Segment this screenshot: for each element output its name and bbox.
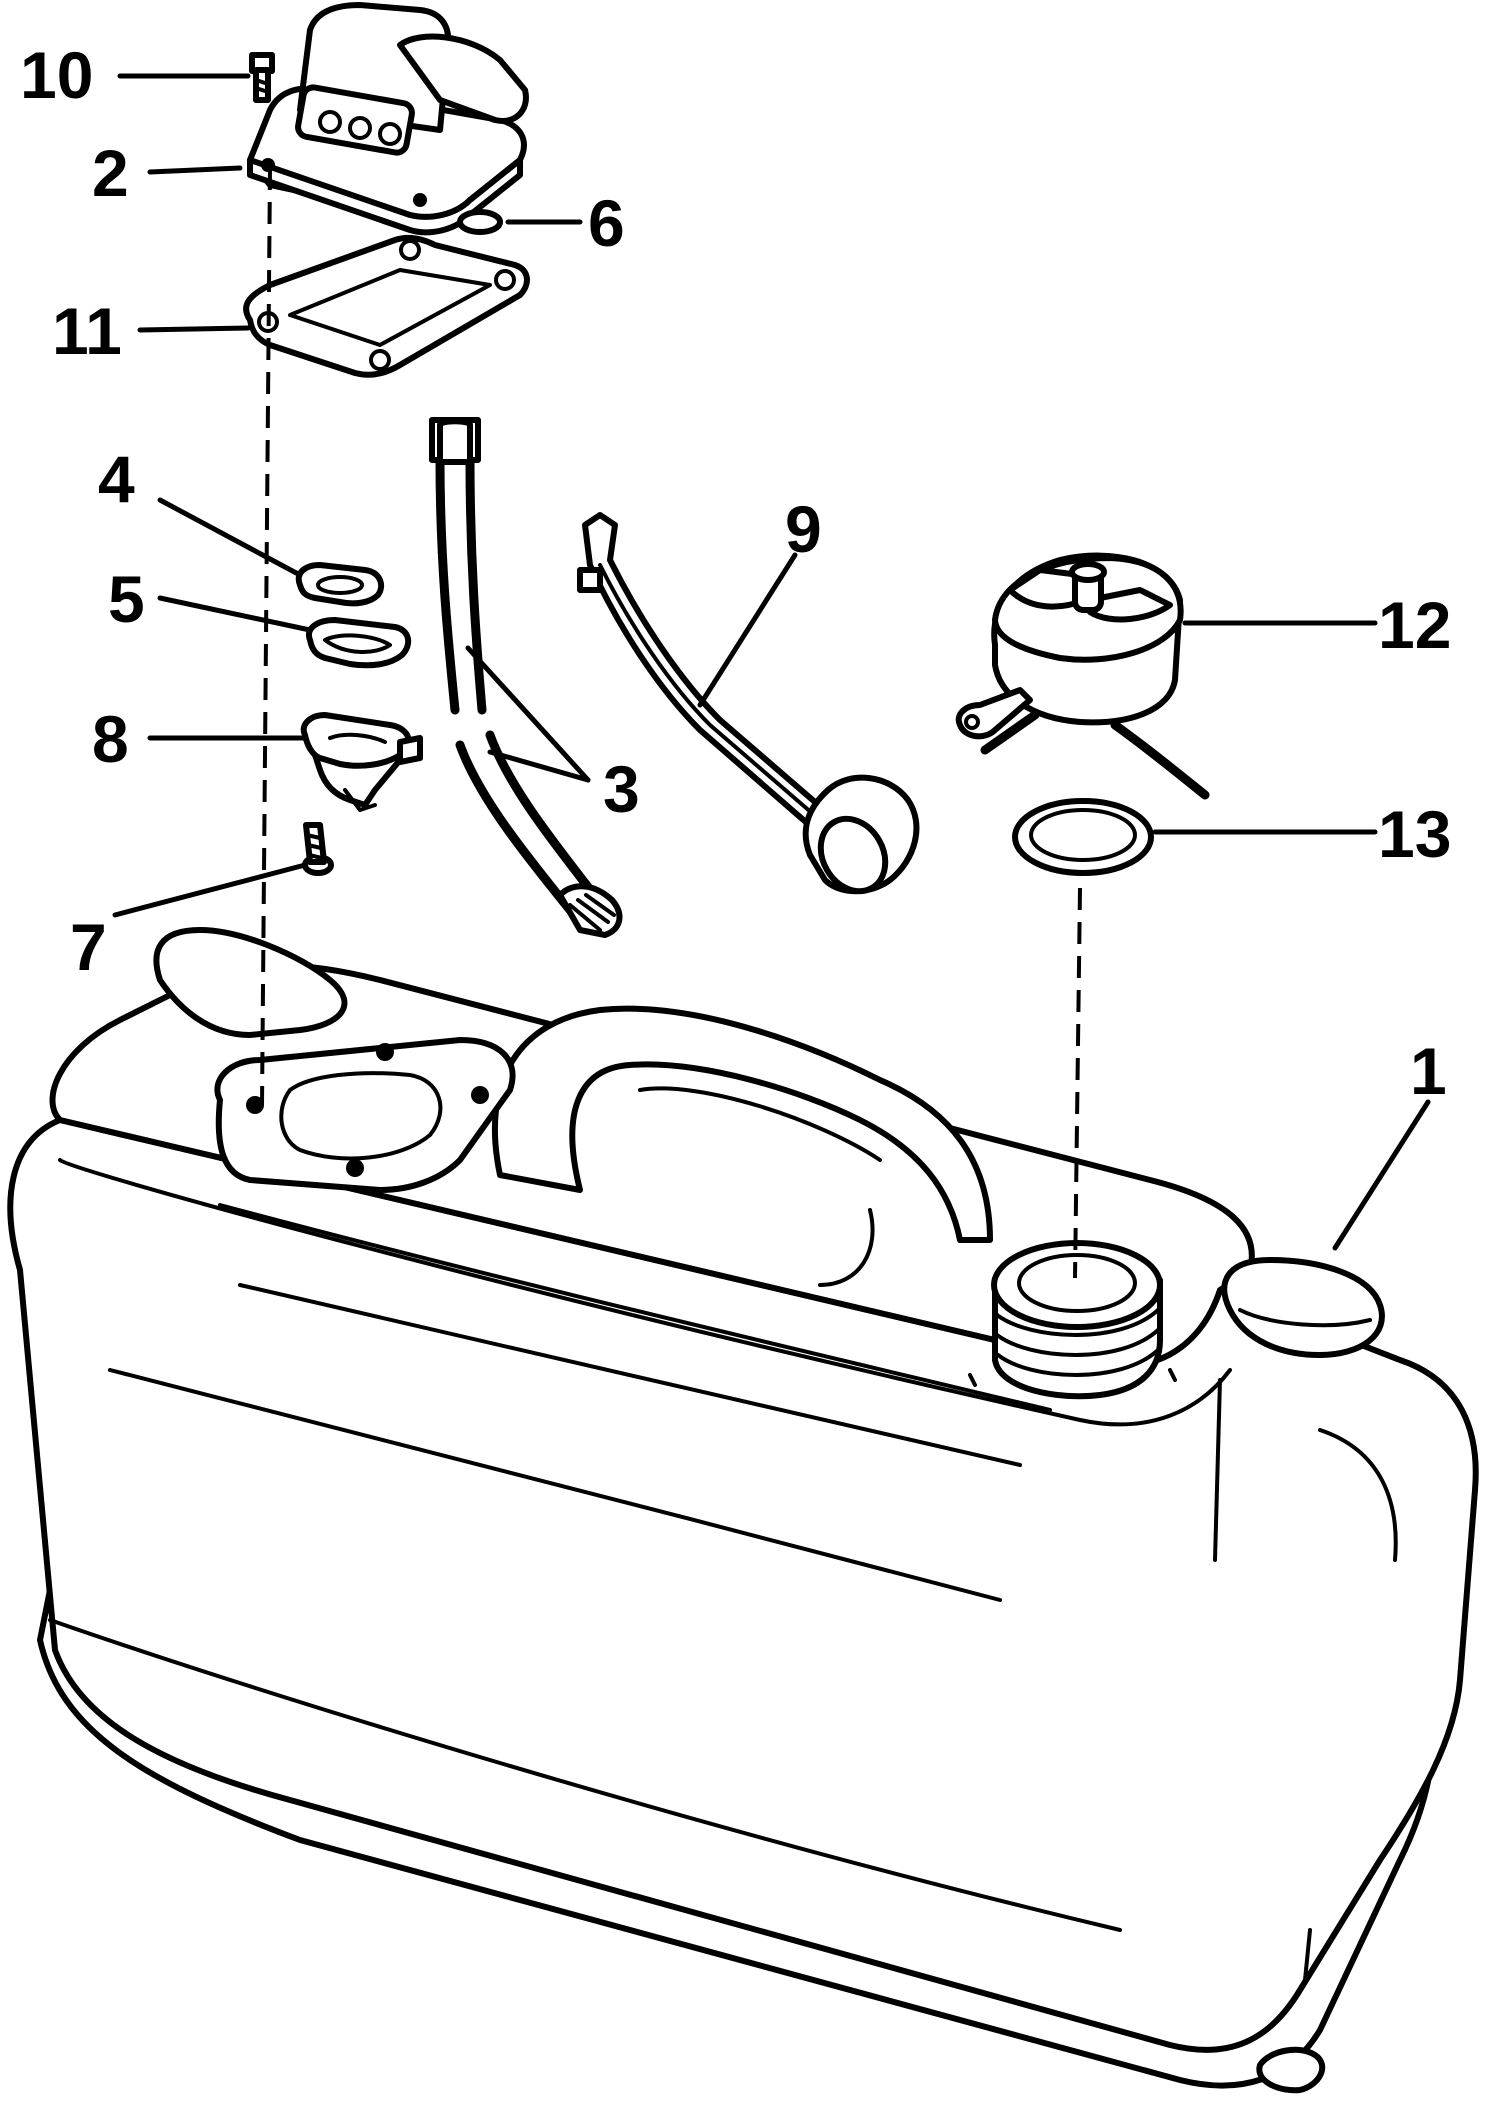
callout-13: 13 (1378, 797, 1451, 871)
fuel-hose-3 (429, 417, 623, 938)
fuel-connector-housing (247, 2, 529, 236)
screw-7 (302, 822, 334, 876)
callout-6: 6 (588, 186, 625, 260)
callout-10: 10 (20, 38, 93, 112)
screw-10 (249, 52, 275, 103)
o-ring-6 (457, 209, 503, 235)
leader-lines (112, 73, 1431, 1251)
gasket-11 (243, 234, 530, 378)
callout-labels: 10 2 6 11 4 5 8 3 9 12 13 7 1 (20, 38, 1451, 1108)
seal-5 (305, 617, 412, 669)
callout-1: 1 (1410, 1034, 1447, 1108)
callout-2: 2 (92, 136, 129, 210)
fuel-gauge-float-arm-9 (577, 512, 920, 895)
assembly-lines (260, 167, 1082, 1279)
filler-gasket-13 (1012, 798, 1154, 876)
bracket-8 (300, 712, 423, 812)
callout-11: 11 (52, 294, 122, 368)
fuel-tank (7, 927, 1479, 2094)
callout-9: 9 (785, 492, 822, 566)
callout-12: 12 (1378, 588, 1451, 662)
callout-5: 5 (108, 562, 145, 636)
callout-8: 8 (92, 702, 129, 776)
callout-3: 3 (603, 752, 640, 826)
filler-cap-12 (955, 552, 1210, 800)
callout-7: 7 (70, 910, 107, 984)
retainer-4 (295, 562, 385, 607)
callout-4: 4 (98, 442, 135, 516)
